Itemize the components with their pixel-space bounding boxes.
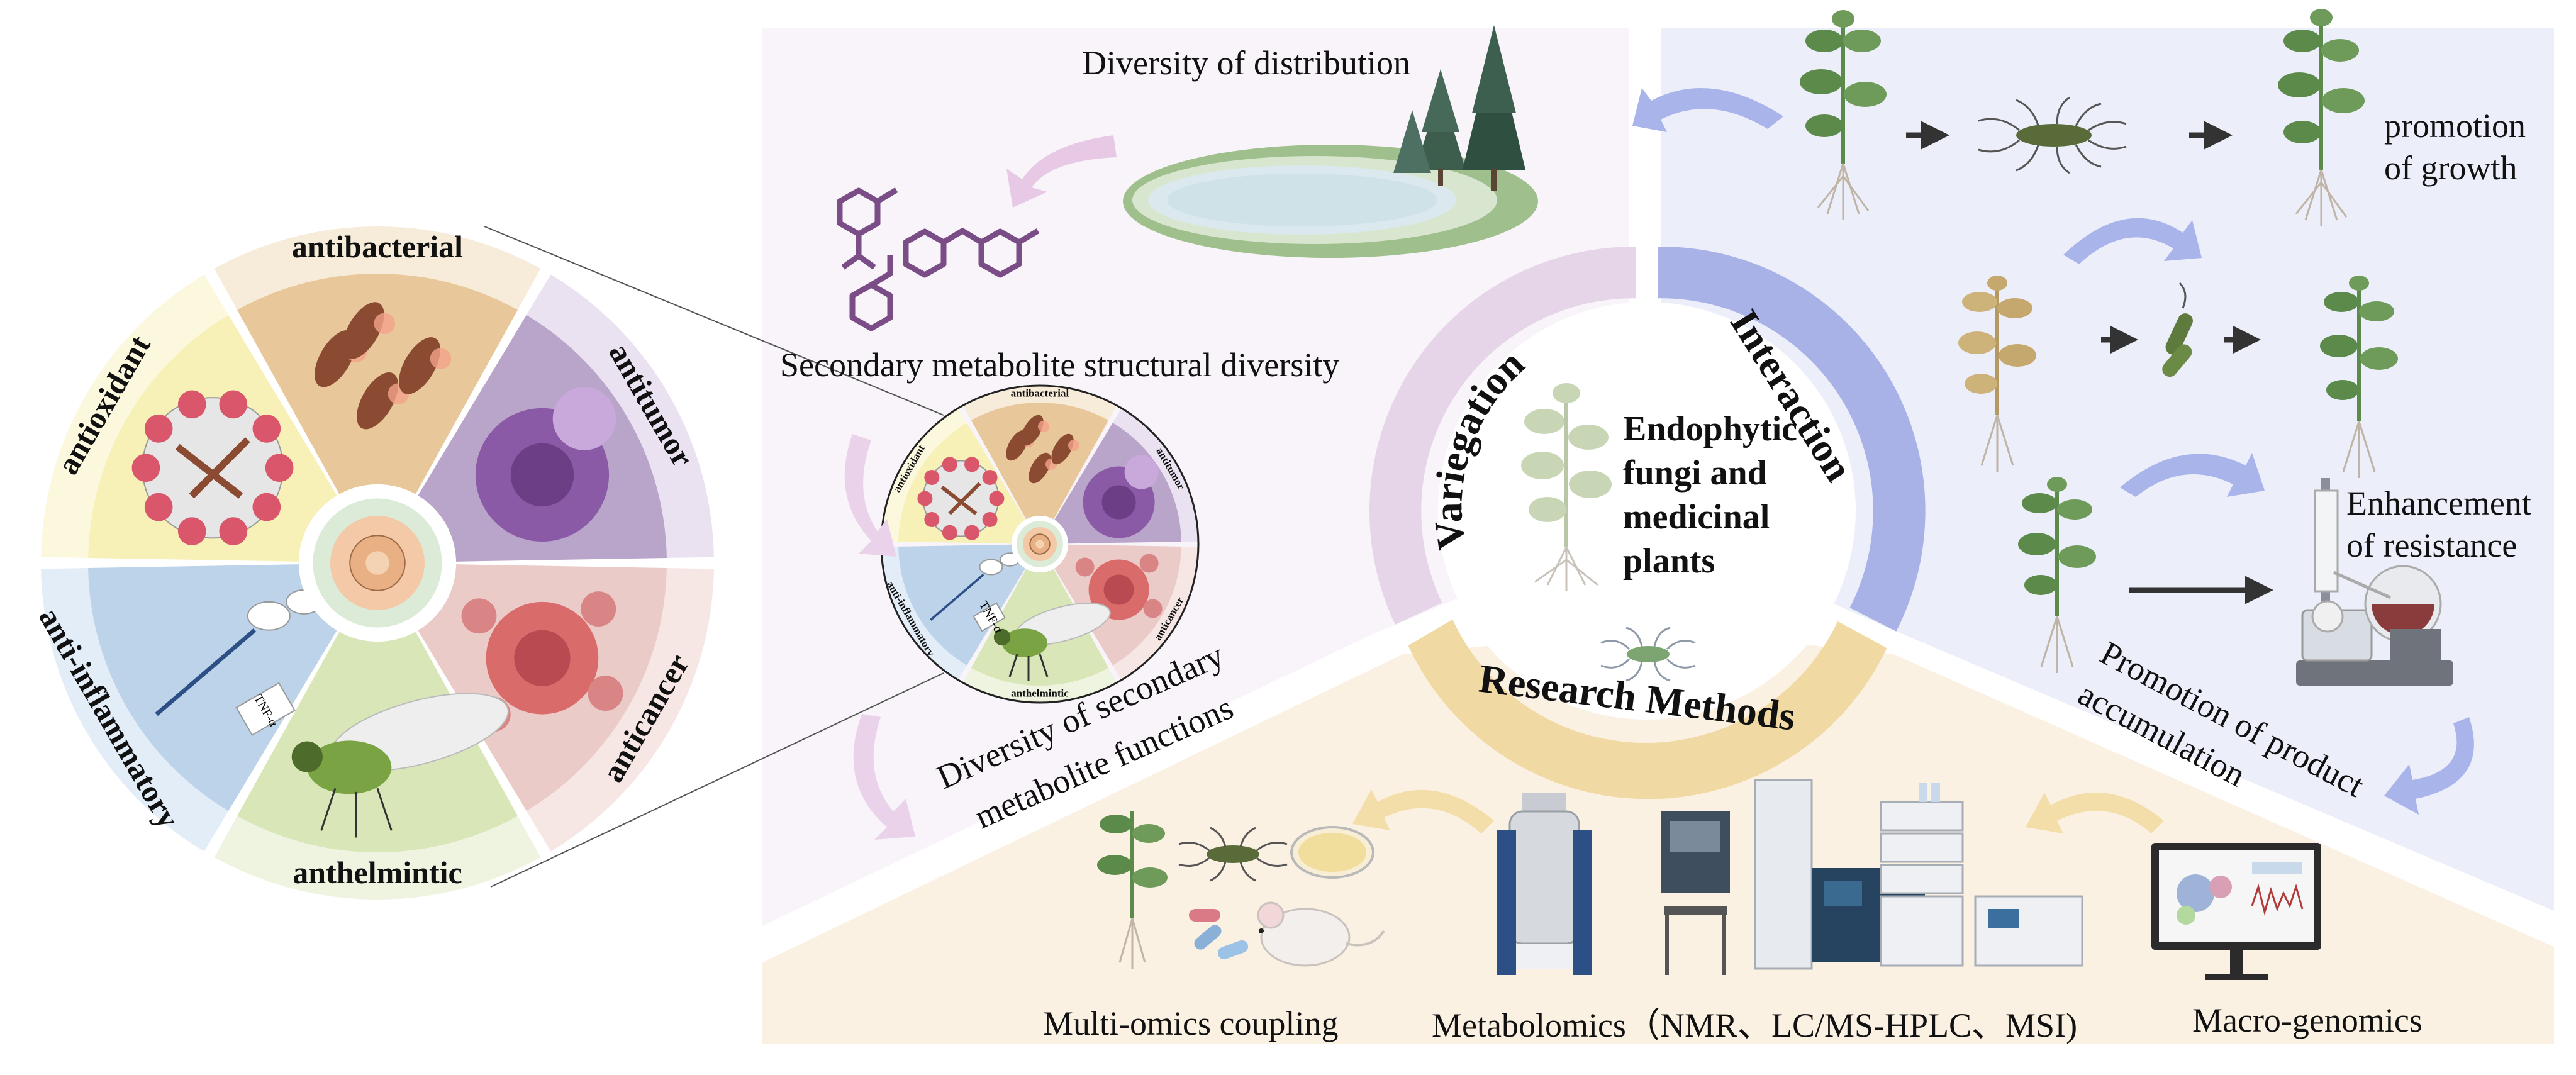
arrow-metabolomics-to-multiomics	[1352, 789, 1494, 833]
lab-mouse-icon	[1257, 901, 1385, 967]
rod-bacteria-icon	[2162, 282, 2193, 377]
mini-wheel-tumor-cell-icon	[1083, 455, 1159, 538]
arrow-resistance-to-product	[2120, 453, 2265, 497]
interaction-panel	[1661, 28, 2554, 911]
molecule-structure-icon	[837, 187, 1040, 331]
mini-wheel-band-antitumor	[1112, 408, 1198, 542]
mini-wheel-cancer-cell-icon	[1075, 554, 1163, 630]
resistance-label-line-2: of resistance	[2346, 526, 2517, 564]
fungus-bacterium-icon	[1978, 96, 2127, 174]
center-title-line-1: Endophytic	[1623, 409, 1797, 448]
zoom-line-top	[484, 226, 944, 416]
center-bacterium-icon	[1600, 627, 1696, 682]
resistance-label-line-1: Enhancement	[2346, 484, 2531, 522]
arrow-genomics-to-metabolomics	[2026, 793, 2164, 833]
recovered-plant-icon	[2320, 276, 2398, 478]
growth-row: promotion of growth	[1800, 9, 2526, 226]
hplc-stack-icon	[1880, 783, 2083, 967]
center-disc	[1438, 302, 1856, 720]
nmr-spectrometer-icon	[1497, 793, 1592, 975]
mini-wheel-band-anti-inflammatory	[881, 546, 967, 681]
arrow-distribution-to-structure	[1006, 135, 1117, 208]
mini-wheel-label-antibacterial: antibacterial	[1011, 387, 1069, 399]
variegation-arc	[1369, 247, 1636, 625]
wheel-insect-icon	[291, 693, 509, 838]
arrow-product-to-methods	[2384, 717, 2474, 815]
zoom-line-bottom	[490, 672, 944, 888]
wheel-band-anticancer	[526, 568, 714, 852]
wheel-tumor-cell-icon	[475, 387, 616, 542]
growth-label-line-2: of growth	[2384, 149, 2517, 187]
distribution-label: Diversity of distribution	[1082, 44, 1410, 82]
center-title-line-2: fungi and	[1623, 454, 1767, 493]
multiomics-bacterium-icon	[1178, 827, 1288, 882]
wheel-band-antibacterial	[214, 226, 541, 310]
multiomics-label: Multi-omics coupling	[1043, 1005, 1338, 1042]
mini-wheel-insect-icon	[993, 603, 1111, 681]
mini-wheel-bacteria-icon	[1006, 415, 1079, 484]
multiomics-illustration	[1097, 811, 1385, 969]
arrow-function-to-methods	[853, 714, 915, 840]
wheel-band-anthelmintic	[214, 816, 541, 900]
arrow-growth-to-resistance	[2063, 218, 2202, 264]
macrogenomics-label: Macro-genomics	[2192, 1001, 2423, 1039]
wheel-label-antibacterial: antibacterial	[292, 229, 463, 264]
mini-wheel-label-anthelmintic: anthelmintic	[1011, 687, 1069, 699]
multiomics-plant-icon	[1097, 811, 1168, 969]
research-methods-arc	[1408, 619, 1887, 799]
center-title-line-4: plants	[1623, 542, 1715, 581]
center-plant-icon	[1521, 383, 1612, 591]
growth-label-line-1: promotion	[2384, 107, 2526, 145]
mini-wheel-antioxidant-particle-icon	[917, 457, 1005, 540]
structural-diversity-label: Secondary metabolite structural diversit…	[780, 346, 1339, 384]
mini-wheel-band-anthelmintic	[962, 667, 1117, 703]
wheel-bacteria-icon	[315, 302, 452, 430]
metabolomics-label: Metabolomics（NMR、LC/MS-HPLC、MSI)	[1432, 1006, 2077, 1044]
arrow-interaction-to-variegation	[1632, 88, 1783, 132]
wheel-band-anti-inflammatory	[41, 568, 229, 852]
wheel-band-antioxidant	[41, 274, 229, 558]
lc-ms-instrument-icon	[1661, 811, 1730, 975]
wheel-label-anthelmintic: anthelmintic	[293, 855, 462, 890]
plant-icon-lower	[2018, 477, 2096, 673]
interaction-arc	[1658, 247, 1926, 632]
healthy-plant-icon	[1800, 10, 1887, 220]
wheel-antioxidant-particle-icon	[131, 390, 294, 545]
computer-monitor-icon	[2151, 843, 2321, 980]
lake-forest-illustration	[1123, 25, 1538, 258]
metabolite-function-wheel: antibacterialantitumoranticanceranthelmi…	[32, 226, 714, 900]
center-title-line-3: medicinal	[1623, 498, 1770, 537]
product-row: Enhancement of resistance	[2018, 477, 2531, 686]
mini-wheel-band-anticancer	[1112, 546, 1198, 681]
arrow-structure-to-function	[844, 434, 896, 557]
rotary-evaporator-icon	[2296, 478, 2453, 686]
metabolomics-instruments	[1497, 779, 2083, 975]
wheel-band-antitumor	[526, 274, 714, 558]
resistance-row	[1958, 276, 2398, 478]
central-ring: Variegation Interaction Research Methods…	[1369, 247, 1926, 799]
grown-plant-icon	[2278, 9, 2365, 226]
mini-wheel-band-antibacterial	[962, 386, 1117, 421]
withered-plant-icon	[1958, 276, 2036, 472]
petri-dish-icon	[1290, 826, 1374, 879]
capsule-pills-icon	[1189, 909, 1249, 960]
mini-wheel-band-antioxidant	[881, 408, 967, 542]
